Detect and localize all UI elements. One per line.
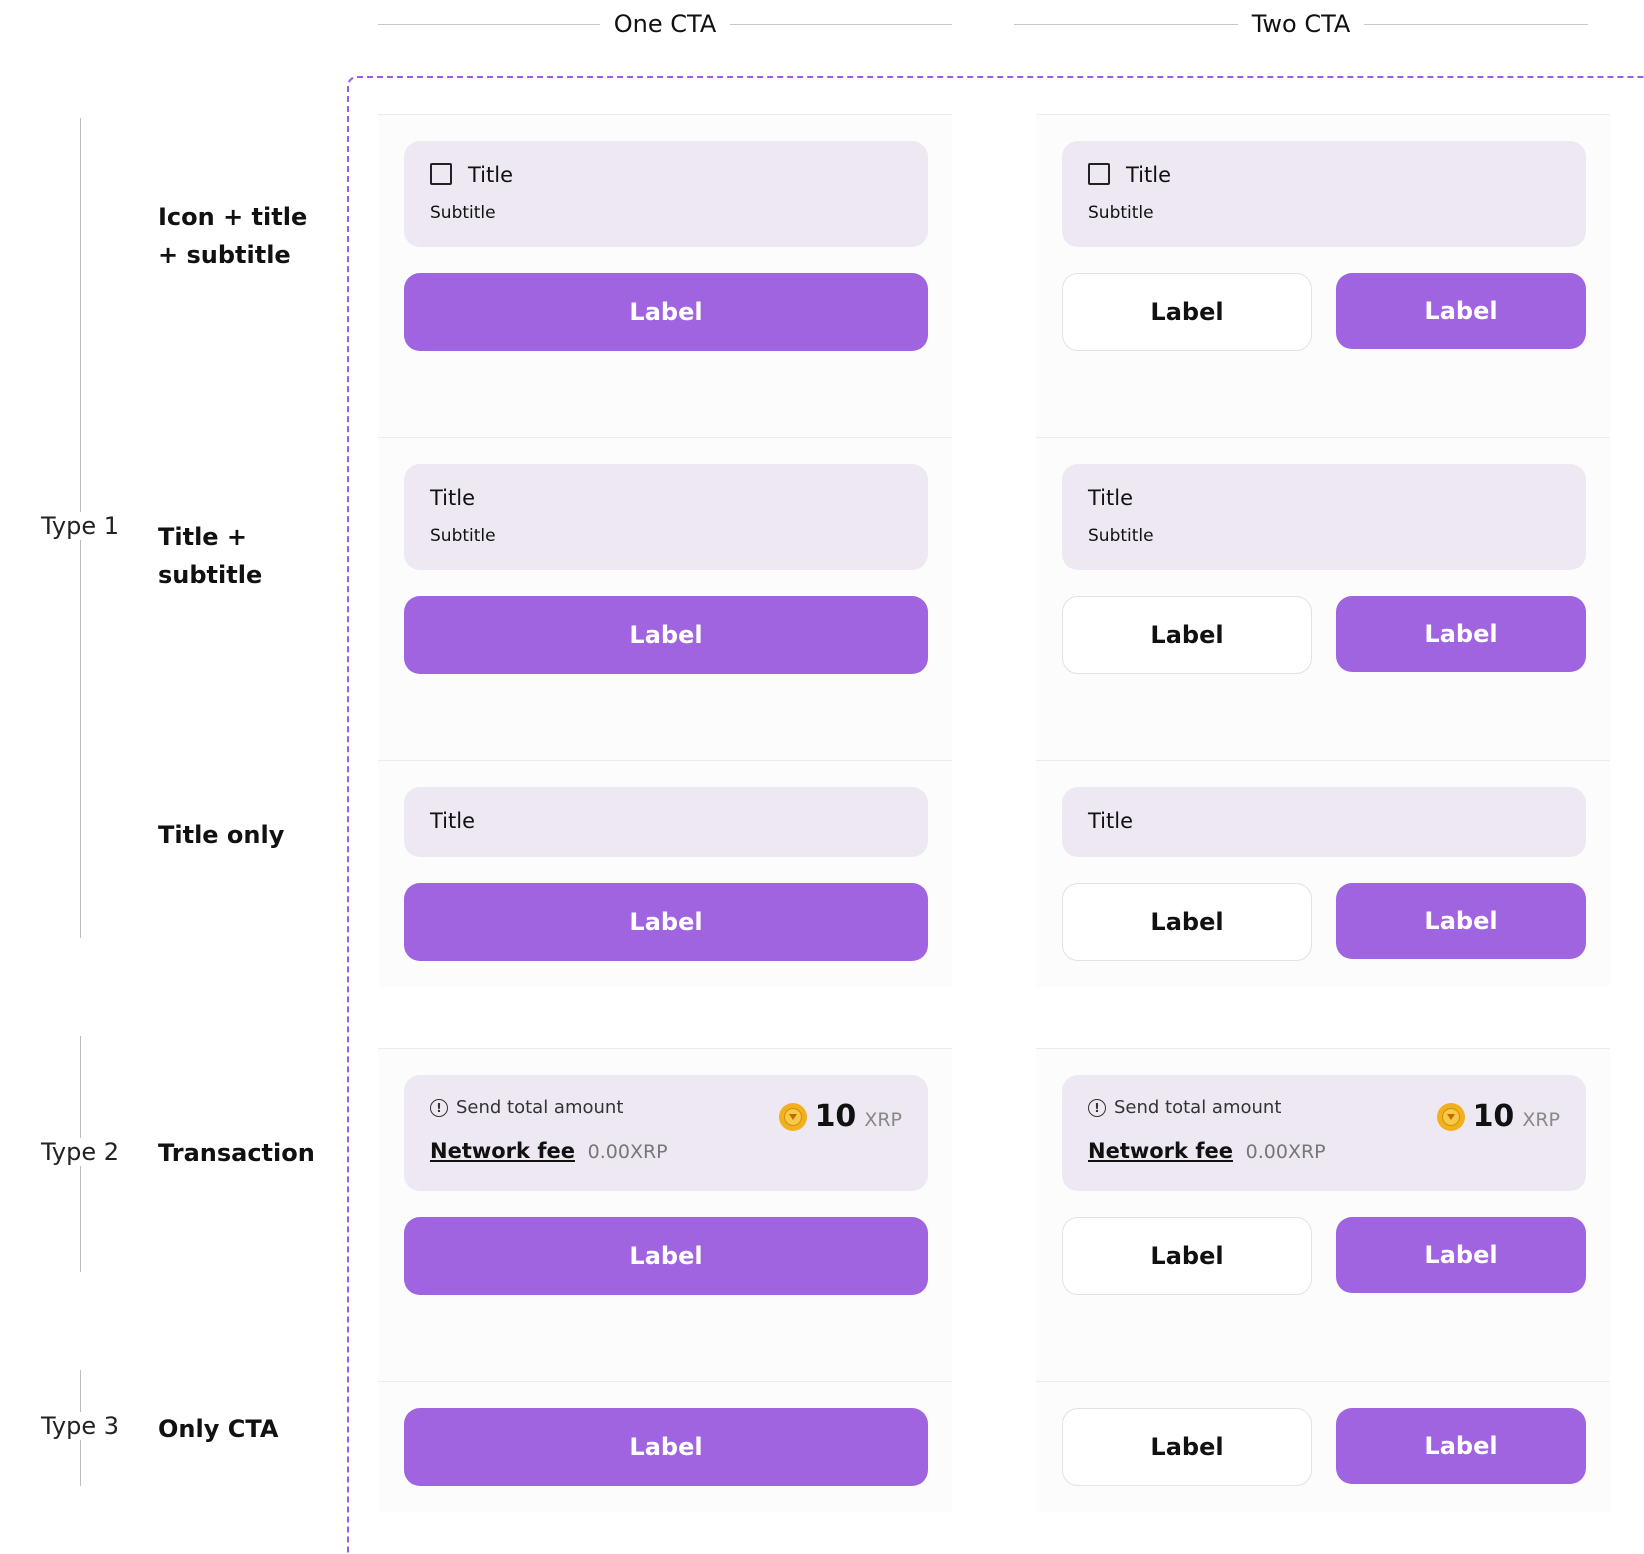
content-card: Title [1062,787,1586,857]
variant-panel-title-subtitle-two-cta: Title Subtitle Label Label [1036,437,1610,760]
secondary-button[interactable]: Label [1062,1217,1312,1295]
card-title: Title [468,163,514,187]
variant-panel-only-cta-two-cta: Label Label [1036,1381,1610,1512]
secondary-button[interactable]: Label [1062,1408,1312,1486]
square-icon [430,163,452,185]
content-card: Title [404,787,928,857]
divider [378,23,600,25]
variants-frame [347,76,1644,1554]
row-label-transaction: Transaction [158,1139,315,1167]
content-card: Title Subtitle [404,464,928,570]
card-title: Title [1088,486,1134,510]
card-subtitle: Subtitle [1088,203,1154,223]
network-fee-row: Network fee 0.00XRP [1088,1139,1326,1163]
card-title: Title [430,809,476,833]
network-fee-value: 0.00XRP [587,1141,668,1163]
divider [730,23,952,25]
primary-button[interactable]: Label [1336,1408,1586,1484]
transaction-amount: 10 XRP [1436,1099,1560,1134]
divider [1014,23,1238,25]
column-title: One CTA [613,10,717,38]
variant-panel-transaction-two-cta: ! Send total amount 10 XRP Network fee 0… [1036,1048,1610,1381]
variant-panel-only-cta-one-cta: Label [378,1381,952,1512]
network-fee-row: Network fee 0.00XRP [430,1139,668,1163]
info-icon: ! [430,1098,448,1117]
primary-button[interactable]: Label [404,596,928,674]
column-header-one-cta: One CTA [378,4,952,44]
card-title: Title [430,486,476,510]
network-fee-value: 0.00XRP [1245,1141,1326,1163]
column-header-two-cta: Two CTA [1014,4,1589,44]
card-title: Title [1126,163,1172,187]
primary-button[interactable]: Label [1336,883,1586,959]
variant-panel-title-only-one-cta: Title Label [378,760,952,987]
type3-label: Type 3 [0,1412,160,1440]
amount-unit: XRP [1522,1108,1560,1131]
amount-unit: XRP [864,1108,902,1131]
xrp-coin-icon [1436,1102,1465,1131]
row-label-line: subtitle [158,561,263,589]
info-icon: ! [1088,1098,1106,1117]
column-title: Two CTA [1251,10,1351,38]
square-icon [1088,163,1110,185]
network-fee-link[interactable]: Network fee [430,1139,575,1163]
row-label-only-cta: Only CTA [158,1415,279,1443]
variant-panel-icon-title-subtitle-two-cta: Title Subtitle Label Label [1036,114,1610,437]
send-total-text: Send total amount [1114,1097,1282,1118]
row-label-line: + subtitle [158,241,291,269]
card-title: Title [1088,809,1134,833]
primary-button[interactable]: Label [1336,596,1586,672]
divider [1364,23,1589,25]
variant-panel-title-subtitle-one-cta: Title Subtitle Label [378,437,952,760]
xrp-coin-icon [778,1102,807,1131]
network-fee-link[interactable]: Network fee [1088,1139,1233,1163]
type2-label: Type 2 [0,1138,160,1166]
secondary-button[interactable]: Label [1062,596,1312,674]
row-label-line: Icon + title [158,203,308,231]
send-total-text: Send total amount [456,1097,624,1118]
variant-panel-icon-title-subtitle-one-cta: Title Subtitle Label [378,114,952,437]
primary-button[interactable]: Label [404,273,928,351]
row-label-icon-title-subtitle: Icon + title + subtitle [158,198,307,274]
primary-button[interactable]: Label [404,1217,928,1295]
card-subtitle: Subtitle [430,526,496,546]
content-card: Title Subtitle [1062,141,1586,247]
primary-button[interactable]: Label [1336,273,1586,349]
row-label-title-only: Title only [158,821,285,849]
secondary-button[interactable]: Label [1062,273,1312,351]
row-label-line: Title + [158,523,248,551]
content-card: Title Subtitle [404,141,928,247]
amount-value: 10 [814,1099,857,1134]
row-label-title-subtitle: Title + subtitle [158,518,262,594]
type1-label: Type 1 [0,512,160,540]
card-subtitle: Subtitle [1088,526,1154,546]
transaction-info: ! Send total amount [1088,1097,1281,1118]
amount-value: 10 [1472,1099,1515,1134]
transaction-card: ! Send total amount 10 XRP Network fee 0… [1062,1075,1586,1191]
secondary-button[interactable]: Label [1062,883,1312,961]
transaction-amount: 10 XRP [778,1099,902,1134]
primary-button[interactable]: Label [1336,1217,1586,1293]
card-subtitle: Subtitle [430,203,496,223]
primary-button[interactable]: Label [404,883,928,961]
transaction-info: ! Send total amount [430,1097,623,1118]
primary-button[interactable]: Label [404,1408,928,1486]
variant-panel-transaction-one-cta: ! Send total amount 10 XRP Network fee 0… [378,1048,952,1381]
content-card: Title Subtitle [1062,464,1586,570]
variant-panel-title-only-two-cta: Title Label Label [1036,760,1610,987]
transaction-card: ! Send total amount 10 XRP Network fee 0… [404,1075,928,1191]
